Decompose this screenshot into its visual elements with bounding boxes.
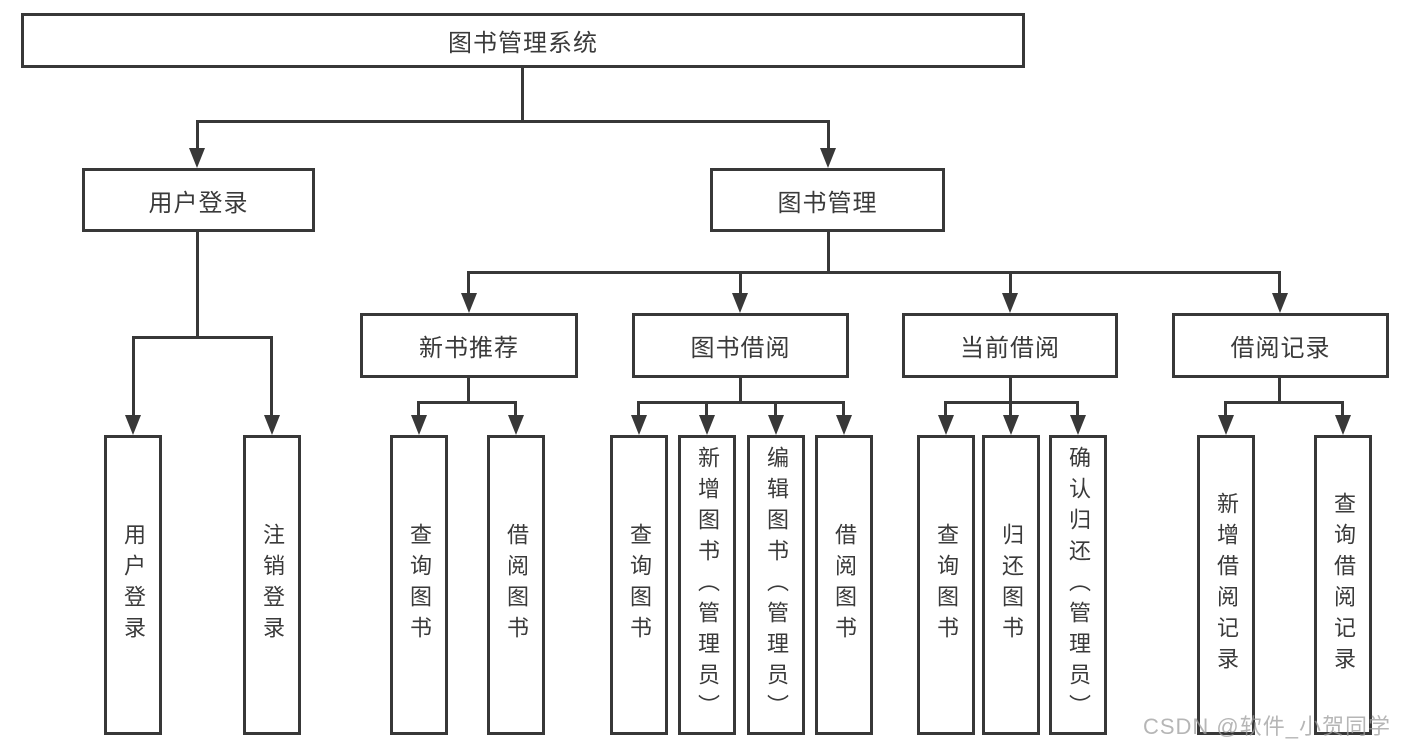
connector-line [1009,378,1012,404]
connector-line [705,401,708,419]
arrow-down-icon [1218,415,1234,435]
leaf-edit-books-admin: 编辑图书（管理员） [747,435,805,735]
csdn-watermark: CSDN @软件_小贺同学 [1142,714,1391,739]
node-borrow-records: 借阅记录 [1172,313,1389,378]
node-label: 用户登录 [148,189,249,217]
arrow-down-icon [938,415,954,435]
leaf-query-books-borrow: 查询图书 [610,435,668,735]
arrow-down-icon [508,415,524,435]
node-system-root: 图书管理系统 [21,13,1025,68]
connector-line [197,120,830,123]
arrow-down-icon [461,293,477,313]
connector-line [132,336,135,419]
connector-line [132,336,272,339]
node-book-mgmt-branch: 图书管理 [710,168,945,232]
arrow-down-icon [125,415,141,435]
arrow-down-icon [699,415,715,435]
arrow-down-icon [820,148,836,168]
connector-line [827,120,830,152]
leaf-label: 编辑图书（管理员） [764,445,789,725]
leaf-label: 借阅图书 [504,523,529,647]
arrow-down-icon [189,148,205,168]
arrow-down-icon [768,415,784,435]
connector-line [196,232,199,339]
leaf-query-books-current: 查询图书 [917,435,975,735]
connector-line [467,378,470,404]
arrow-down-icon [411,415,427,435]
leaf-borrow-books-newrec: 借阅图书 [487,435,545,735]
connector-line [1009,401,1012,419]
connector-line [417,401,420,419]
leaf-label: 查询借阅记录 [1331,492,1356,678]
node-label: 图书管理系统 [448,30,598,57]
connector-line [514,401,517,419]
connector-line [1341,401,1344,419]
connector-line [468,271,1280,274]
arrow-down-icon [836,415,852,435]
node-book-borrow: 图书借阅 [632,313,849,378]
leaf-add-books-admin: 新增图书（管理员） [678,435,736,735]
leaf-label: 注销登录 [260,523,285,647]
connector-line [1076,401,1079,419]
connector-line [270,336,273,419]
leaf-borrow-books-borrow: 借阅图书 [815,435,873,735]
connector-line [1225,401,1344,404]
leaf-confirm-return-admin: 确认归还（管理员） [1049,435,1107,735]
leaf-query-borrow-record: 查询借阅记录 [1314,435,1372,735]
node-label: 新书推荐 [419,335,519,362]
connector-line [638,401,845,404]
connector-line [521,68,524,122]
connector-line [842,401,845,419]
node-new-book-recommend: 新书推荐 [360,313,578,378]
node-label: 图书借阅 [690,335,791,362]
leaf-label: 新增图书（管理员） [695,445,720,725]
arrow-down-icon [1335,415,1351,435]
arrow-down-icon [732,293,748,313]
leaf-label: 查询图书 [407,523,432,647]
connector-line [1278,271,1281,297]
node-current-borrow: 当前借阅 [902,313,1118,378]
leaf-label: 确认归还（管理员） [1066,445,1091,725]
connector-line [739,271,742,297]
node-label: 借阅记录 [1230,335,1331,362]
arrow-down-icon [1002,293,1018,313]
connector-line [1278,378,1281,404]
leaf-label: 查询图书 [934,523,959,647]
connector-line [1224,401,1227,419]
connector-line [827,232,830,274]
leaf-label: 归还图书 [999,523,1024,647]
connector-line [774,401,777,419]
leaf-add-borrow-record: 新增借阅记录 [1197,435,1255,735]
connector-line [739,378,742,404]
arrow-down-icon [1070,415,1086,435]
leaf-user-login: 用户登录 [104,435,162,735]
leaf-label: 用户登录 [121,523,146,647]
arrow-down-icon [631,415,647,435]
leaf-label: 查询图书 [627,523,652,647]
leaf-label: 新增借阅记录 [1214,492,1239,678]
leaf-return-books: 归还图书 [982,435,1040,735]
connector-line [418,401,517,404]
connector-line [637,401,640,419]
leaf-label: 借阅图书 [832,523,857,647]
node-user-login-branch: 用户登录 [82,168,315,232]
connector-line [1009,271,1012,297]
node-label: 图书管理 [777,189,878,217]
arrow-down-icon [1272,293,1288,313]
leaf-logout: 注销登录 [243,435,301,735]
connector-line [196,120,199,152]
node-label: 当前借阅 [960,335,1060,362]
leaf-query-books-newrec: 查询图书 [390,435,448,735]
connector-line [467,271,470,297]
arrow-down-icon [264,415,280,435]
arrow-down-icon [1003,415,1019,435]
connector-line [944,401,947,419]
